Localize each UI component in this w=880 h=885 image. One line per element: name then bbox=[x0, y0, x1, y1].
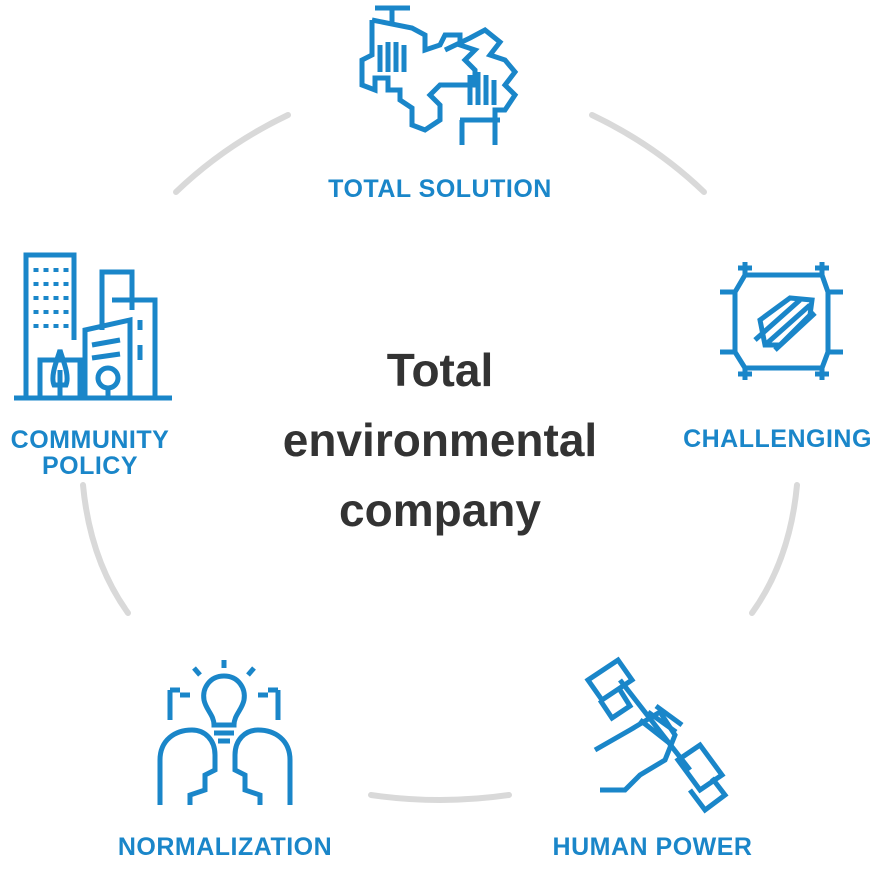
ring bbox=[80, 112, 800, 803]
node-label-community-policy-line1: COMMUNITY bbox=[10, 426, 170, 454]
node-label-community-policy: COMMUNITY POLICY bbox=[0, 427, 180, 479]
ring-arc-top-left bbox=[173, 112, 291, 195]
center-title-line2: environmental bbox=[282, 414, 598, 466]
ring-arc-left bbox=[80, 482, 131, 616]
ring-arc-top-right bbox=[589, 112, 707, 195]
center-title: Total environmental company bbox=[240, 335, 640, 545]
node-label-normalization: NORMALIZATION bbox=[117, 833, 333, 861]
dumbbell-hand-icon bbox=[584, 656, 729, 814]
node-label-total-solution: TOTAL SOLUTION bbox=[328, 175, 552, 203]
center-title-line3: company bbox=[339, 484, 541, 536]
city-buildings-icon bbox=[14, 252, 172, 401]
center-title-line1: Total bbox=[386, 344, 494, 396]
node-label-human-power: HUMAN POWER bbox=[552, 833, 753, 861]
ring-arc-bottom bbox=[368, 792, 512, 803]
node-label-community-policy-line2: POLICY bbox=[41, 452, 139, 480]
idea-people-icon bbox=[157, 660, 293, 805]
puzzle-hands-icon bbox=[359, 5, 519, 145]
node-label-challenging: CHALLENGING bbox=[683, 425, 872, 453]
handshake-icon bbox=[720, 262, 843, 380]
ring-arc-right bbox=[749, 482, 800, 616]
